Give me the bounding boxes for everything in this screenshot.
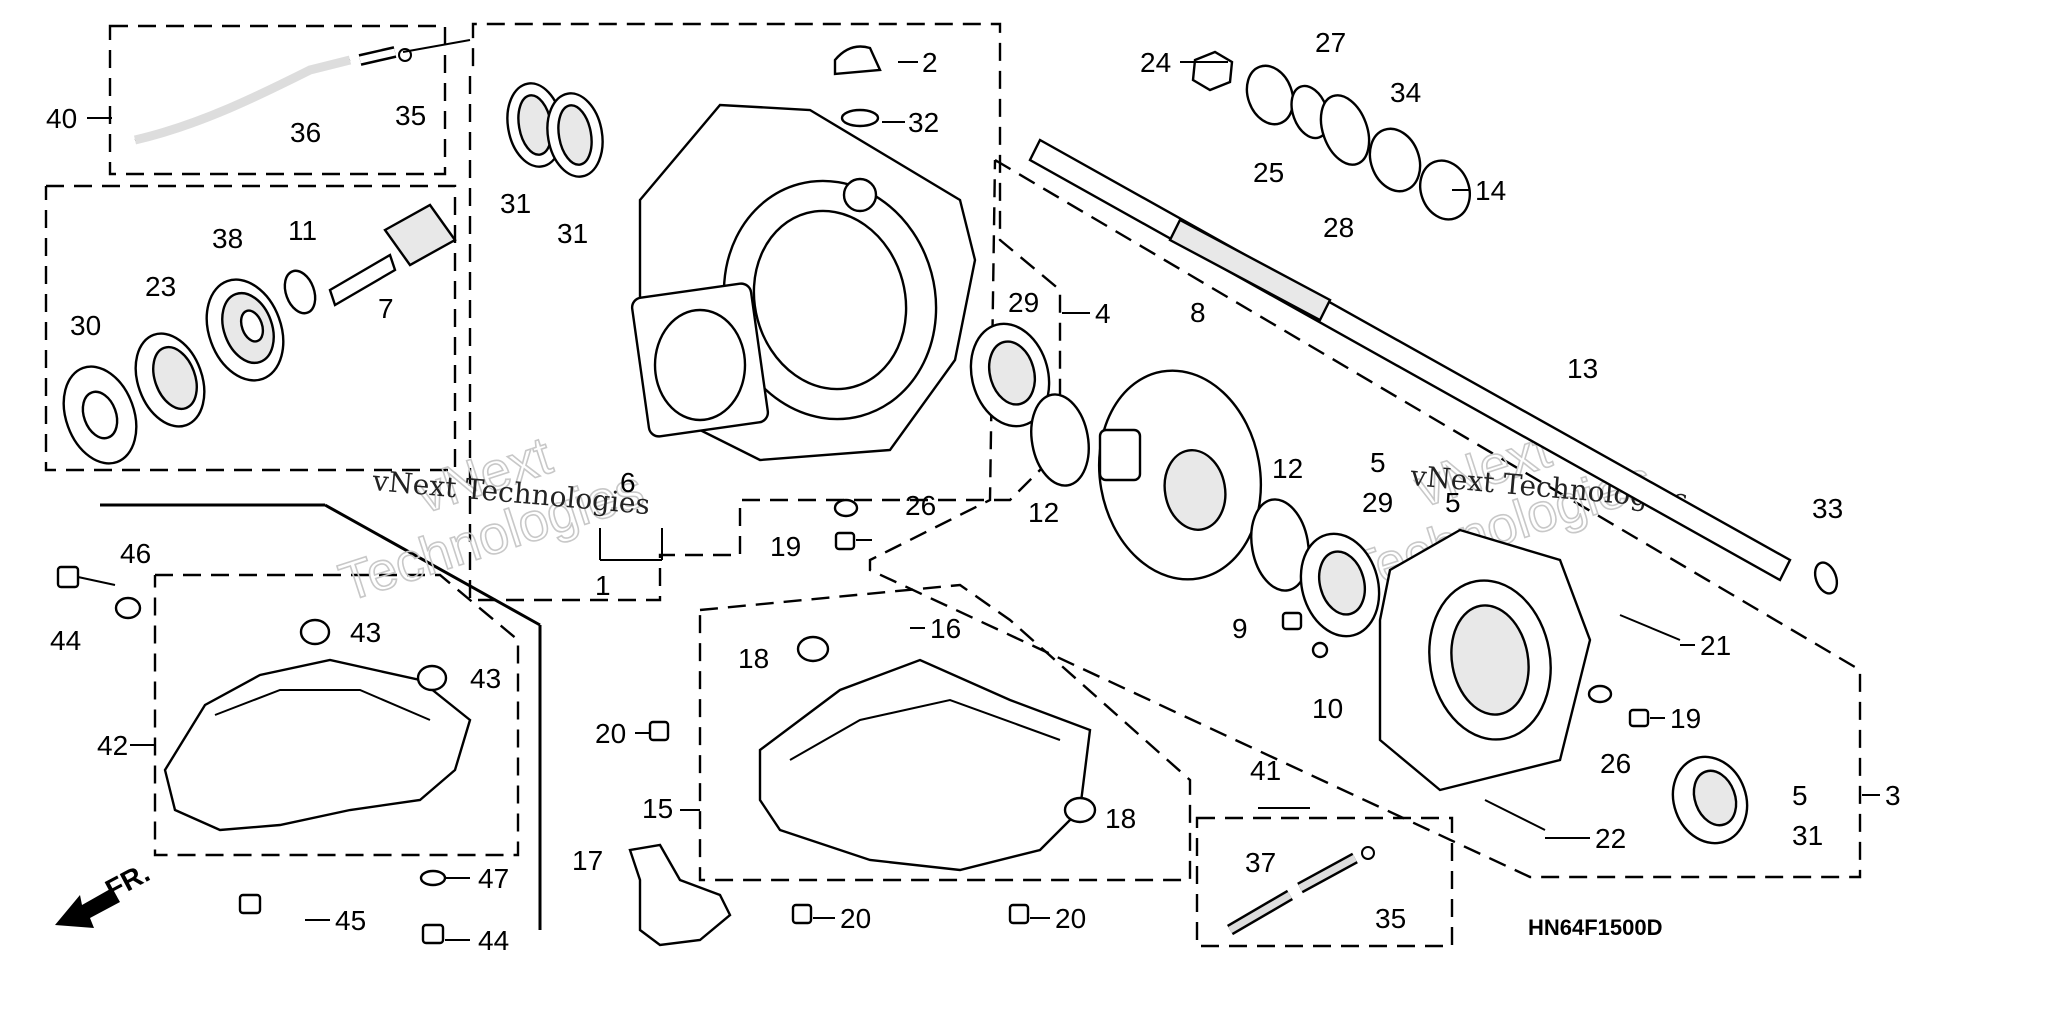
skid-plate-box-42 bbox=[153, 573, 520, 857]
callout-18-a: 18 bbox=[738, 643, 769, 674]
callout-20-c: 20 bbox=[1055, 903, 1086, 934]
callout-43-b: 43 bbox=[470, 663, 501, 694]
callout-4: 4 bbox=[1095, 298, 1111, 329]
pinion-nut-23 bbox=[134, 332, 206, 428]
callout-21: 21 bbox=[1700, 630, 1731, 661]
diagram-code: HN64F1500D bbox=[1528, 915, 1663, 940]
callout-2: 2 bbox=[922, 47, 938, 78]
callout-29-a: 29 bbox=[1008, 287, 1039, 318]
callout-15: 15 bbox=[642, 793, 673, 824]
callout-20-a: 20 bbox=[595, 718, 626, 749]
group-boxes bbox=[44, 22, 1862, 948]
pinion-flange-30 bbox=[62, 365, 138, 465]
callout-12-a: 12 bbox=[1028, 497, 1059, 528]
gear-case-cover bbox=[1378, 528, 1592, 792]
skid-plate-15 bbox=[758, 658, 1092, 872]
callout-37: 37 bbox=[1245, 847, 1276, 878]
callout-31-a: 31 bbox=[500, 188, 531, 219]
callout-26-b: 26 bbox=[1600, 748, 1631, 779]
axle-group-box-3 bbox=[868, 158, 1862, 879]
callout-28: 28 bbox=[1323, 212, 1354, 243]
callout-13: 13 bbox=[1567, 353, 1598, 384]
callout-46: 46 bbox=[120, 538, 151, 569]
callout-19-b: 19 bbox=[1670, 703, 1701, 734]
callout-1: 1 bbox=[595, 570, 611, 601]
callout-31-b: 31 bbox=[557, 218, 588, 249]
drive-pinion-7 bbox=[328, 203, 457, 307]
ring-gear-8 bbox=[1097, 369, 1263, 581]
callout-34: 34 bbox=[1390, 77, 1421, 108]
hose-kit-box bbox=[108, 24, 447, 176]
callout-6: 6 bbox=[620, 467, 636, 498]
callout-36: 36 bbox=[290, 117, 321, 148]
callout-44-b: 44 bbox=[478, 925, 509, 956]
oil-seals-31 bbox=[506, 82, 604, 178]
callout-47: 47 bbox=[478, 863, 509, 894]
callout-5-a: 5 bbox=[1370, 447, 1386, 478]
shim-12-left bbox=[1030, 393, 1090, 487]
oil-seal-5-31 bbox=[1671, 755, 1749, 845]
callout-10: 10 bbox=[1312, 693, 1343, 724]
callout-5-b: 5 bbox=[1445, 487, 1461, 518]
callout-20-b: 20 bbox=[840, 903, 871, 934]
housing-group-box-1 bbox=[468, 22, 1062, 602]
callout-23: 23 bbox=[145, 271, 176, 302]
callout-38: 38 bbox=[212, 223, 243, 254]
breather-hose bbox=[133, 39, 471, 145]
callout-45: 45 bbox=[335, 905, 366, 936]
breather-hose-37 bbox=[1226, 846, 1375, 936]
callout-24: 24 bbox=[1140, 47, 1171, 78]
bearing-29-right bbox=[1299, 532, 1381, 638]
shim-11 bbox=[283, 269, 317, 315]
callout-11: 11 bbox=[288, 215, 317, 246]
bearing-38 bbox=[205, 278, 285, 382]
propeller-shaft-13 bbox=[1028, 138, 1792, 582]
fasteners bbox=[56, 498, 1681, 945]
callout-31-c: 31 bbox=[1792, 820, 1823, 851]
callout-29-b: 29 bbox=[1362, 487, 1393, 518]
callout-33: 33 bbox=[1812, 493, 1843, 524]
callout-25: 25 bbox=[1253, 157, 1284, 188]
callout-42: 42 bbox=[97, 730, 128, 761]
callout-27: 27 bbox=[1315, 27, 1346, 58]
bearing-29-left bbox=[969, 322, 1051, 428]
callout-22: 22 bbox=[1595, 823, 1626, 854]
front-direction-indicator: FR. bbox=[55, 857, 155, 928]
guard-frame-line-2 bbox=[324, 503, 541, 627]
callout-16: 16 bbox=[930, 613, 961, 644]
front-arrow-icon bbox=[55, 888, 120, 928]
callout-12-b: 12 bbox=[1272, 453, 1303, 484]
callout-35-b: 35 bbox=[1375, 903, 1406, 934]
callout-5-c: 5 bbox=[1792, 780, 1808, 811]
skid-plate-42 bbox=[163, 658, 472, 832]
callout-40: 40 bbox=[46, 103, 77, 134]
callout-3: 3 bbox=[1885, 780, 1901, 811]
callout-19-a: 19 bbox=[770, 531, 801, 562]
filler-cap-2 bbox=[833, 45, 882, 128]
callout-32: 32 bbox=[908, 107, 939, 138]
callout-labels: 1 2 3 4 5 5 5 6 7 8 9 10 11 12 12 13 14 … bbox=[46, 27, 1901, 956]
callout-8: 8 bbox=[1190, 297, 1206, 328]
leader-lines bbox=[87, 61, 1880, 941]
callout-35-a: 35 bbox=[395, 100, 426, 131]
callout-26-a: 26 bbox=[905, 490, 936, 521]
callout-41: 41 bbox=[1250, 755, 1281, 786]
shim-12-right bbox=[1250, 498, 1310, 592]
callout-43-a: 43 bbox=[350, 617, 381, 648]
callout-17: 17 bbox=[572, 845, 603, 876]
callout-7: 7 bbox=[378, 293, 394, 324]
hose-kit-box-41 bbox=[1195, 816, 1454, 948]
bracket-17 bbox=[628, 843, 732, 947]
callout-9: 9 bbox=[1232, 613, 1248, 644]
gear-case-housing-4 bbox=[630, 103, 977, 462]
skid-plate-box-15 bbox=[698, 583, 1192, 882]
callout-30: 30 bbox=[70, 310, 101, 341]
callout-44-a: 44 bbox=[50, 625, 81, 656]
callout-18-b: 18 bbox=[1105, 803, 1136, 834]
callout-14: 14 bbox=[1475, 175, 1506, 206]
